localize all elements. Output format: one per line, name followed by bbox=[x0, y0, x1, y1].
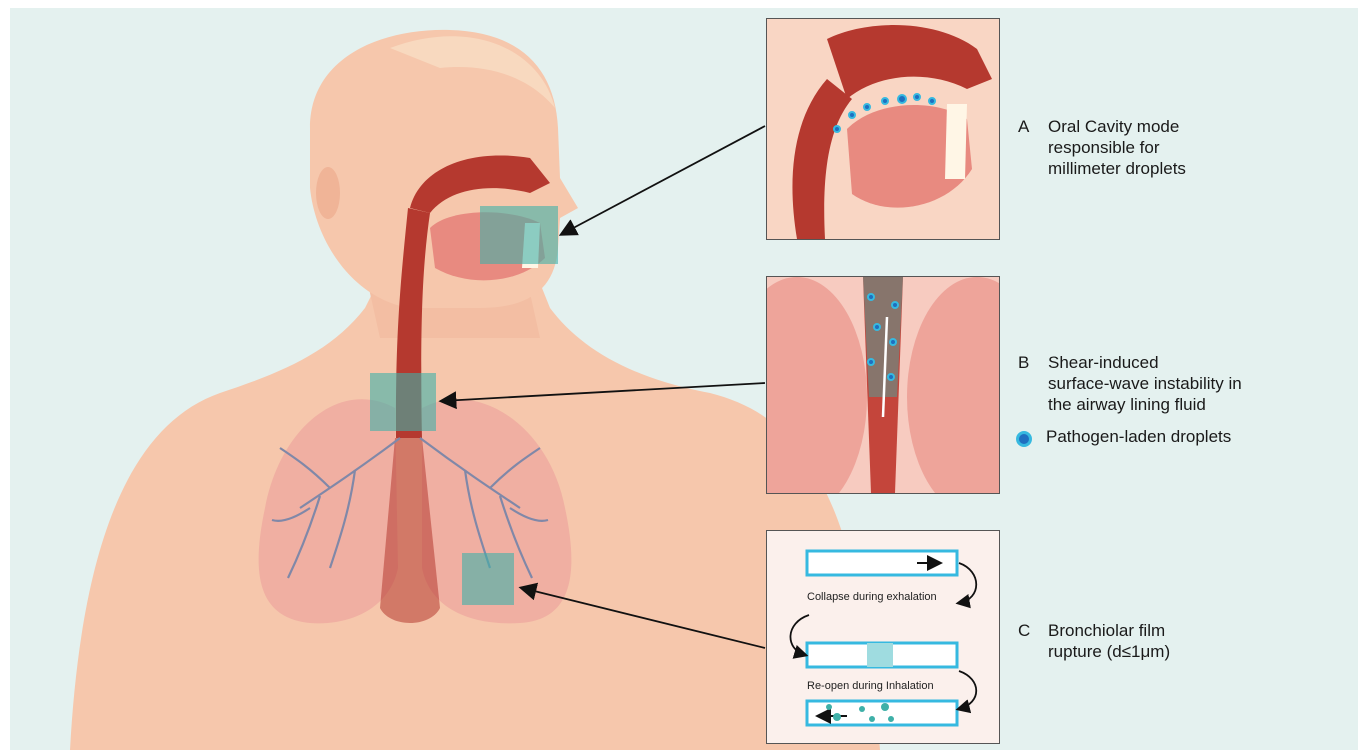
panel-c-bronchiole: Collapse during exhalation Re-open durin… bbox=[766, 530, 1000, 744]
droplet-legend: Pathogen-laden droplets bbox=[1016, 427, 1336, 449]
label-a: A Oral Cavity mode responsible for milli… bbox=[1018, 116, 1338, 186]
label-c-letter: C bbox=[1018, 620, 1030, 641]
oral-cavity-detail bbox=[767, 19, 999, 239]
reopen-label: Re-open during Inhalation bbox=[807, 680, 934, 692]
label-b-text: Shear-induced surface-wave instability i… bbox=[1048, 352, 1242, 415]
collapse-label: Collapse during exhalation bbox=[807, 591, 937, 603]
label-b-letter: B bbox=[1018, 352, 1029, 373]
highlight-box-bronchiole bbox=[462, 553, 514, 605]
panel-a-oral-cavity bbox=[766, 18, 1000, 240]
label-a-letter: A bbox=[1018, 116, 1029, 137]
label-a-text: Oral Cavity mode responsible for millime… bbox=[1048, 116, 1186, 179]
label-c-text: Bronchiolar film rupture (d≤1μm) bbox=[1048, 620, 1170, 662]
figure-canvas: Collapse during exhalation Re-open durin… bbox=[10, 8, 1358, 750]
label-c: C Bronchiolar film rupture (d≤1μm) bbox=[1018, 620, 1338, 670]
highlight-box-trachea bbox=[370, 373, 436, 431]
ear bbox=[316, 167, 340, 219]
highlight-box-oral bbox=[480, 206, 558, 264]
trachea-detail bbox=[767, 277, 999, 493]
droplet-legend-icon bbox=[1016, 431, 1032, 447]
label-b: B Shear-induced surface-wave instability… bbox=[1018, 352, 1348, 422]
droplet-legend-text: Pathogen-laden droplets bbox=[1046, 427, 1231, 447]
bronchiole-detail bbox=[767, 531, 999, 743]
arrow-to-panel-a bbox=[562, 126, 765, 234]
panel-b-trachea bbox=[766, 276, 1000, 494]
